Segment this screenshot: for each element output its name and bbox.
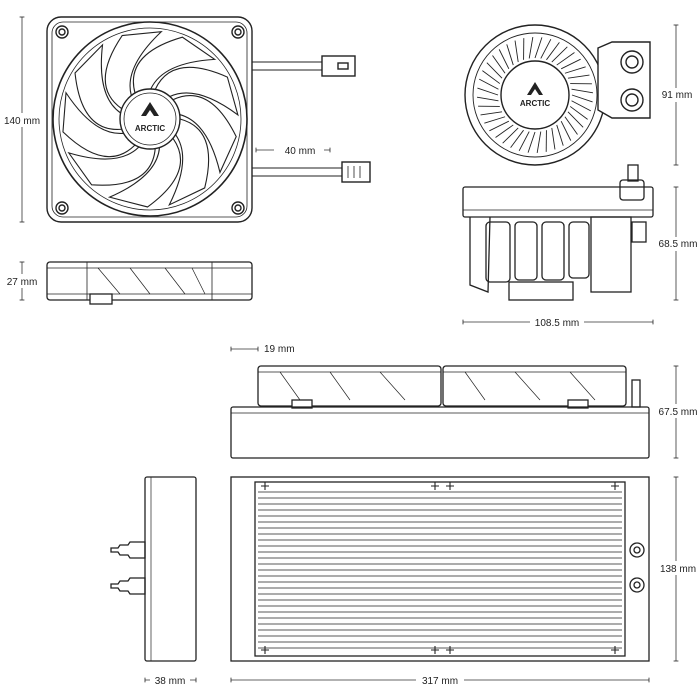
fan-blade: [104, 31, 163, 110]
pump-fin: [546, 42, 560, 61]
pump-fin: [564, 66, 586, 74]
screw-hole-icon: [55, 201, 69, 215]
pump-fin: [528, 36, 534, 59]
dim-pump-height: 68.5 mm: [659, 239, 698, 250]
dim-radiator-width: 138 mm: [660, 564, 696, 575]
dim-pump-diameter: 91 mm: [662, 90, 693, 101]
dim-fan-thickness: 27 mm: [7, 277, 38, 288]
pump-fin: [536, 131, 542, 154]
pump-brand-label: ARCTIC: [520, 99, 550, 108]
pump-fin: [492, 55, 506, 74]
fan-blade: [107, 137, 182, 208]
pump-fin: [476, 96, 499, 102]
screw-hole-icon: [55, 25, 69, 39]
pump-fin: [486, 62, 503, 79]
fan-blade: [62, 91, 136, 158]
fan-blade: [154, 66, 239, 117]
pump-side-view: [462, 164, 654, 301]
fitting-bottom-icon: [620, 88, 644, 112]
pump-fin: [560, 58, 581, 70]
fan-side-connector: [89, 293, 113, 305]
argb-connector-icon: [341, 161, 371, 183]
fan-blade: [172, 95, 237, 175]
pump-fin: [477, 87, 499, 96]
dim-fan-offset: 19 mm: [264, 344, 295, 355]
pump-fin: [560, 120, 572, 141]
pump-fin: [540, 39, 552, 59]
pump-fin: [567, 111, 584, 128]
fan-blade: [168, 118, 210, 207]
pump-fin: [479, 78, 499, 90]
mount-marks: [261, 482, 619, 654]
fan-side-view: [46, 261, 253, 305]
dim-radiator-assembly-height: 67.5 mm: [659, 407, 698, 418]
pump-fin: [571, 94, 593, 103]
pump-fin: [556, 124, 564, 146]
fan-front-view: ARCTIC: [46, 16, 371, 223]
radiator-side-view: [230, 365, 650, 459]
pump-fin: [551, 127, 556, 150]
arctic-logo-icon: [527, 82, 543, 95]
fan-blade: [67, 146, 156, 186]
pump-fin: [506, 44, 514, 66]
dim-radiator-length: 317 mm: [422, 676, 458, 687]
dim-fan-cable: 40 mm: [285, 146, 316, 157]
pump-fins: [476, 36, 594, 154]
screw-hole-icon: [231, 25, 245, 39]
fan-blade: [74, 43, 122, 130]
pump-fin: [569, 106, 588, 120]
dim-pump-length: 108.5 mm: [535, 318, 579, 329]
pump-fin: [534, 37, 543, 59]
fan-blades: [62, 31, 239, 208]
pump-fin: [564, 116, 578, 135]
radiator-end-view: [110, 476, 197, 662]
pump-fin: [514, 40, 519, 63]
pump-fin: [527, 131, 536, 153]
dimension-labels: 140 mm 27 mm 40 mm 91 mm 68.5 mm 108.5 m…: [2, 88, 700, 687]
pump-fin: [551, 46, 568, 63]
pump-fin: [489, 120, 510, 132]
fitting-top-icon: [620, 50, 644, 74]
pump-fin: [556, 52, 575, 66]
radiator-port-bottom-icon: [629, 577, 645, 593]
pump-fin: [518, 131, 530, 151]
pump-fin: [571, 88, 594, 94]
pump-fin: [502, 127, 519, 144]
pump-top-view: ARCTIC: [464, 24, 651, 166]
fan-brand-label: ARCTIC: [135, 124, 165, 133]
barb-fitting-icon: [110, 541, 146, 559]
dim-radiator-thickness: 38 mm: [155, 676, 186, 687]
pump-fin: [495, 124, 514, 138]
pump-fin: [567, 74, 590, 79]
barb-fitting-icon: [110, 577, 146, 595]
radiator-port-top-icon: [629, 542, 645, 558]
pump-fin: [510, 129, 524, 148]
dim-fan-height: 140 mm: [4, 116, 40, 127]
fan-blade: [132, 36, 217, 94]
radiator-fins: [258, 491, 622, 649]
pump-fin: [484, 116, 506, 124]
screw-hole-icon: [231, 201, 245, 215]
radiator-front-view: [230, 476, 650, 662]
pump-fin: [480, 111, 503, 116]
pump-fin: [482, 70, 501, 84]
pump-fin: [571, 100, 591, 112]
pump-fin: [498, 49, 510, 70]
arctic-logo-icon: [141, 102, 159, 116]
